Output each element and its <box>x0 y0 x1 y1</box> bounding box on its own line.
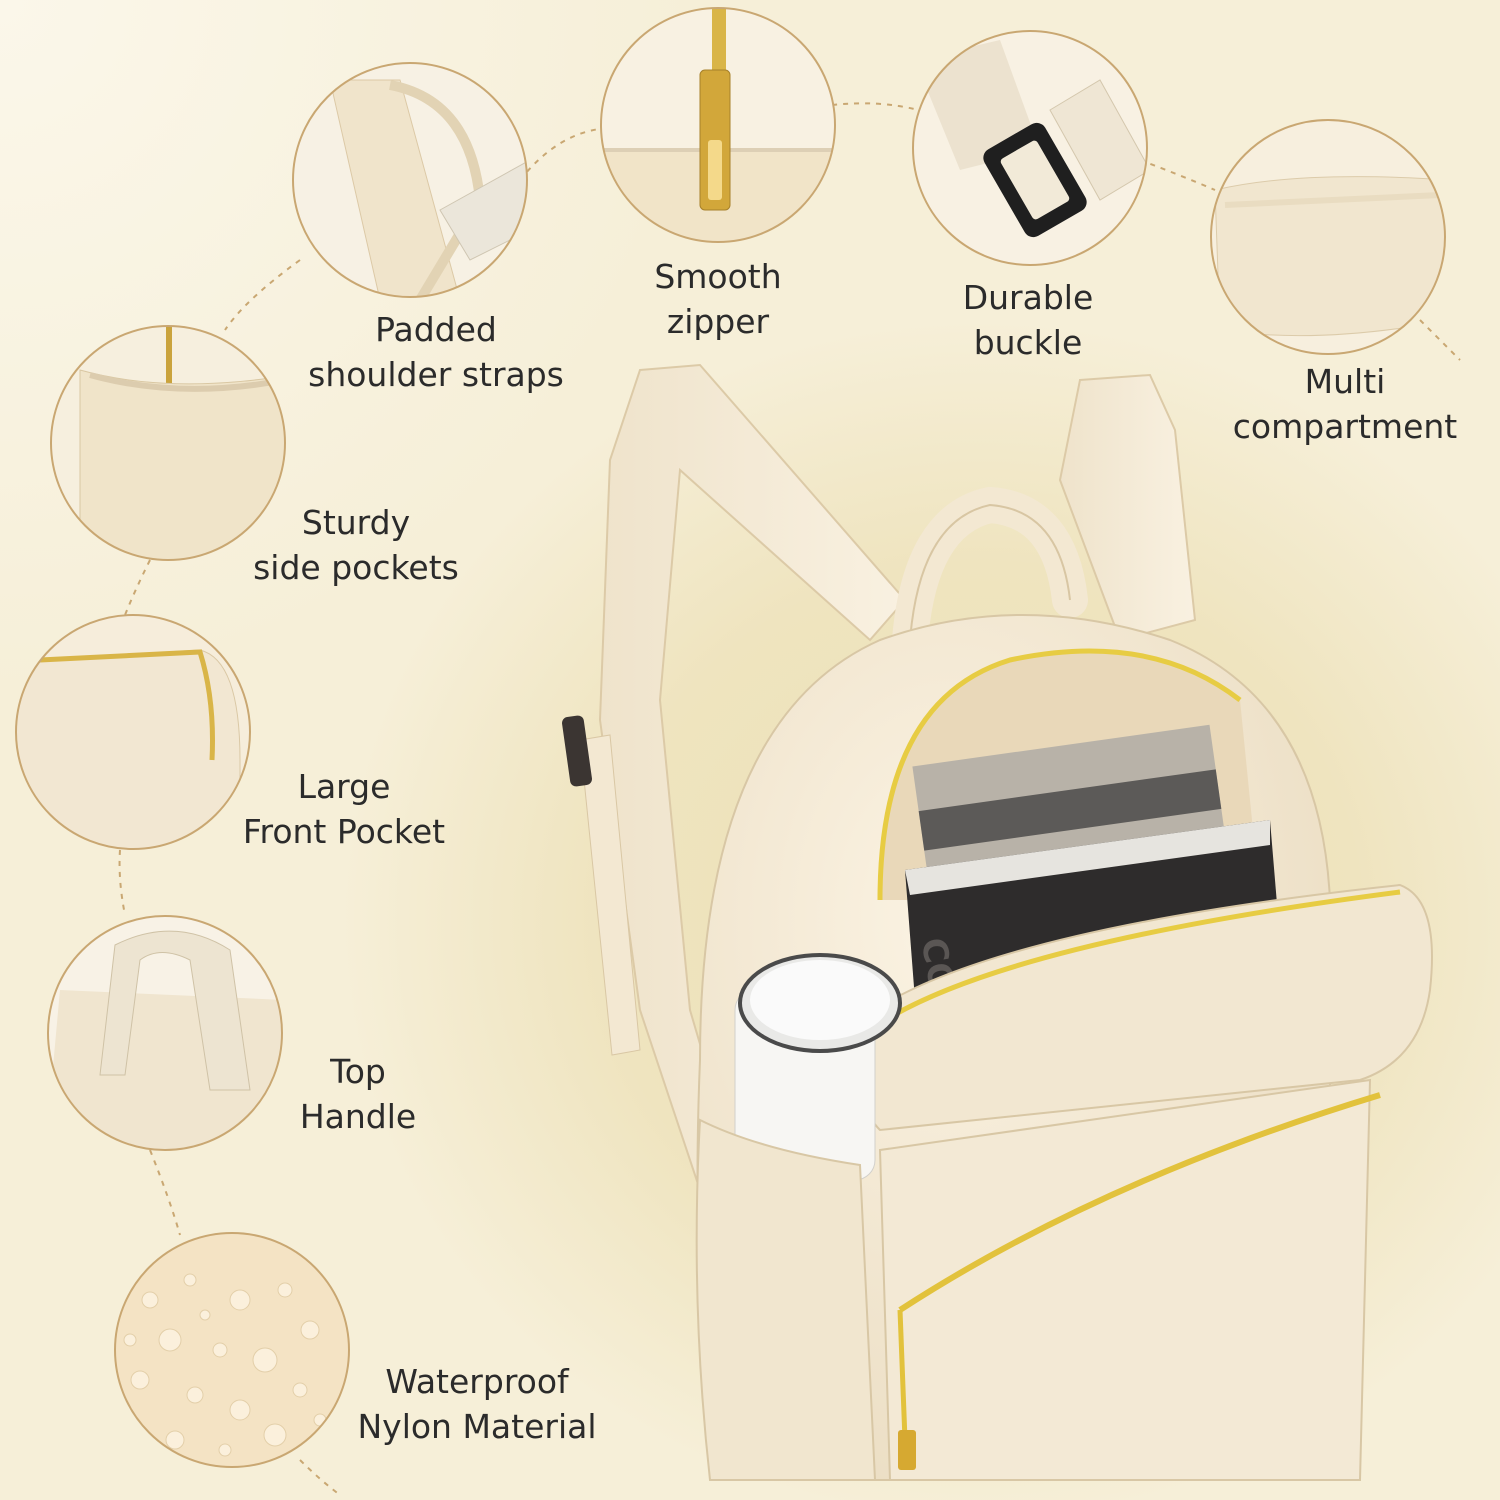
side-pocket <box>695 1118 877 1481</box>
right-shoulder-strap <box>1058 373 1197 642</box>
backpack-illustration: COA <box>562 363 1433 1481</box>
caption-smooth-zipper: Smooth zipper <box>654 254 781 344</box>
caption-line: Smooth <box>654 257 782 296</box>
detail-circle-compartment <box>1210 119 1446 355</box>
caption-line: Nylon Material <box>357 1407 597 1446</box>
caption-line: Handle <box>299 1097 417 1136</box>
caption-line: Padded <box>375 310 497 349</box>
caption-line: Durable <box>962 278 1094 317</box>
caption-padded-shoulder-straps: Padded shoulder straps <box>308 307 564 397</box>
detail-circle-side-pockets <box>50 325 286 561</box>
caption-line: Front Pocket <box>242 812 446 851</box>
caption-line: Sturdy <box>301 503 411 542</box>
detail-circle-zipper <box>600 7 836 243</box>
caption-line: compartment <box>1232 407 1458 446</box>
caption-line: Waterproof <box>385 1362 569 1401</box>
caption-waterproof-nylon: Waterproof Nylon Material <box>357 1359 596 1449</box>
detail-circle-buckle <box>912 30 1148 266</box>
caption-line: Large <box>297 767 391 806</box>
caption-line: zipper <box>666 302 770 341</box>
front-pocket-flap <box>856 883 1433 1132</box>
detail-circle-waterproof <box>114 1232 350 1468</box>
caption-multi-compartment: Multi compartment <box>1233 359 1457 449</box>
dashed-connector-arc <box>118 102 1461 1496</box>
caption-large-front-pocket: Large Front Pocket <box>243 764 445 854</box>
caption-top-handle: Top Handle <box>300 1049 416 1139</box>
large-front-pocket <box>878 1078 1372 1481</box>
tumbler-bottle <box>734 953 902 1181</box>
caption-durable-buckle: Durable buckle <box>963 275 1094 365</box>
detail-circle-front-pocket <box>15 614 251 850</box>
caption-line: Multi <box>1304 362 1386 401</box>
detail-circle-top-handle <box>47 915 283 1151</box>
detail-circle-padded-straps <box>292 62 528 298</box>
caption-sturdy-side-pockets: Sturdy side pockets <box>253 500 459 590</box>
caption-line: side pockets <box>253 548 459 587</box>
caption-line: buckle <box>973 323 1083 362</box>
caption-line: Top <box>330 1052 386 1091</box>
caption-line: shoulder straps <box>308 355 564 394</box>
